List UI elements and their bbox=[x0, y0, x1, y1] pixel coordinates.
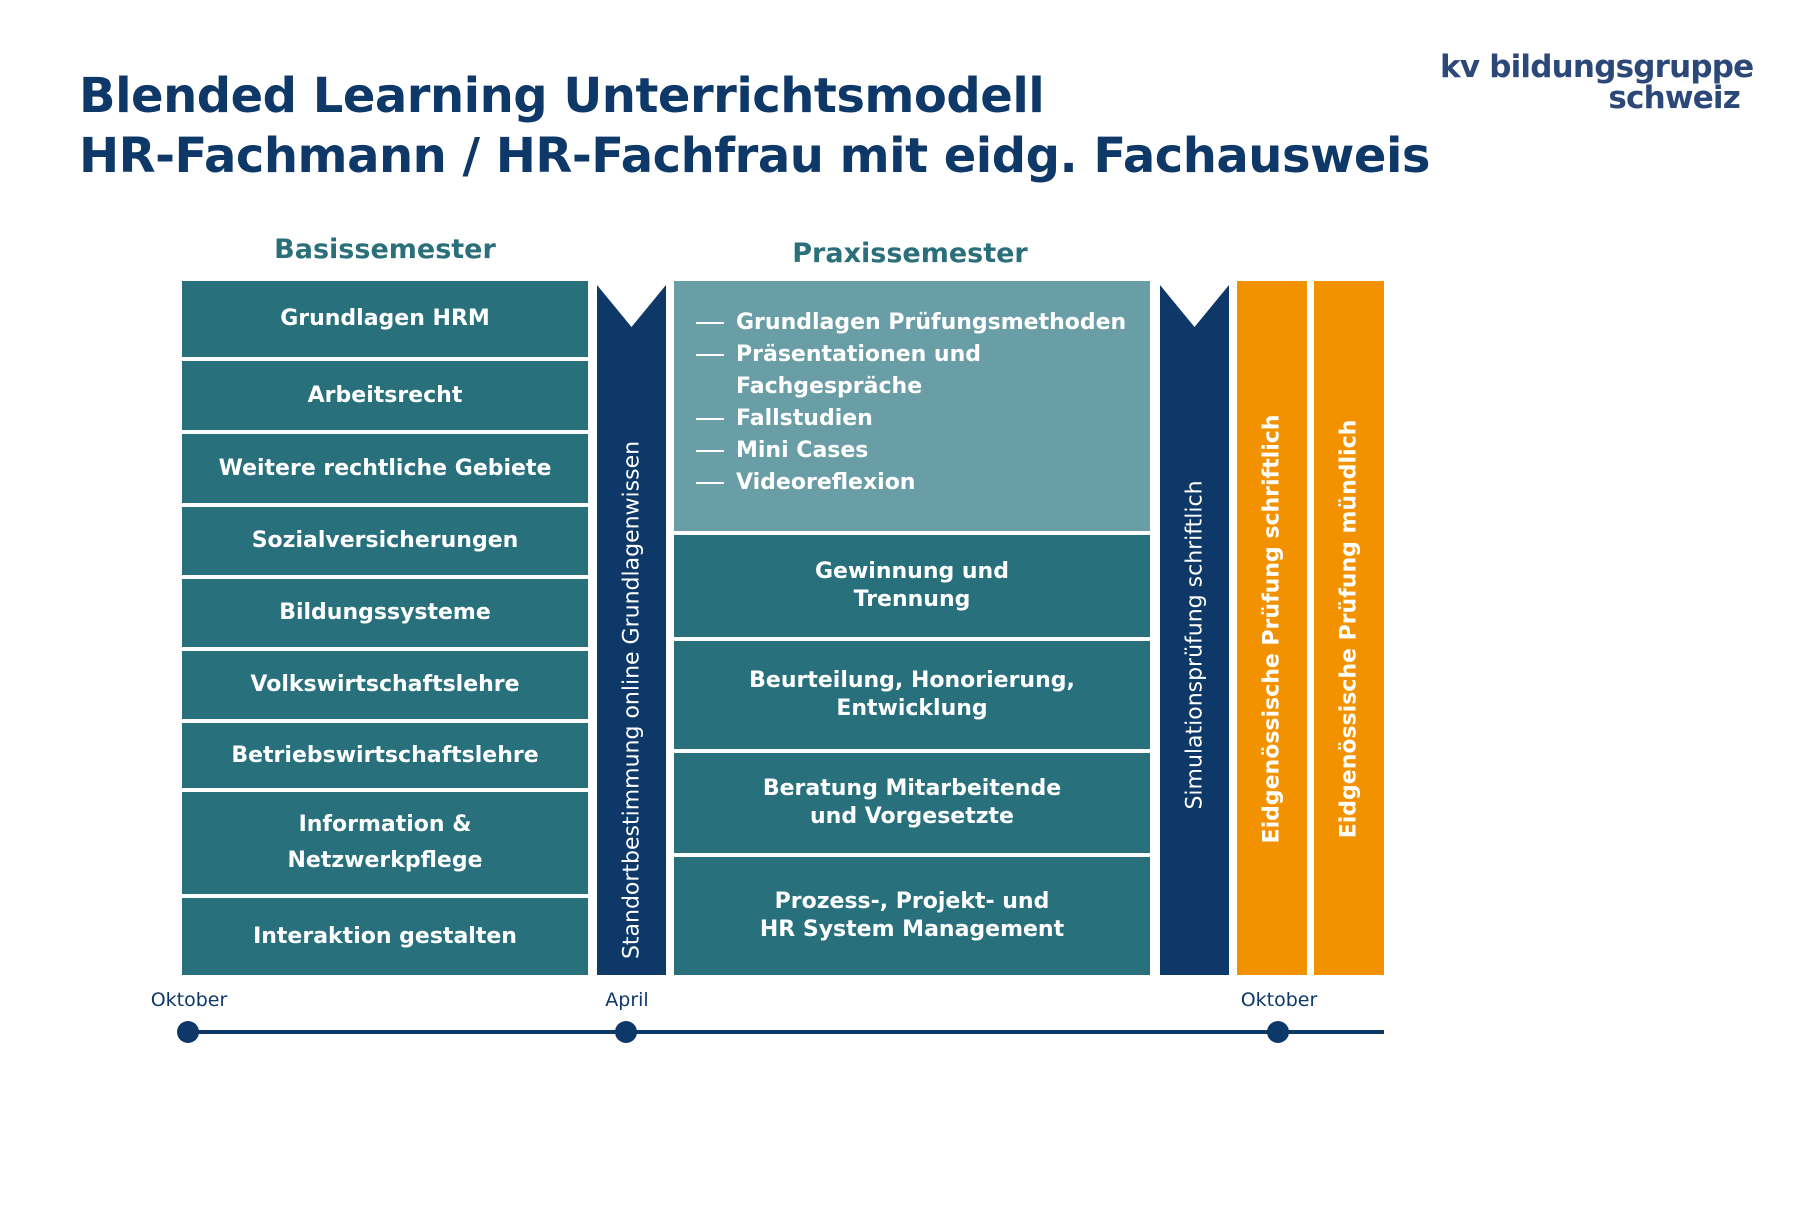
simulation-bar-shape bbox=[1160, 285, 1229, 975]
praxissemester-heading: Praxissemester bbox=[792, 238, 1028, 269]
timeline-axis bbox=[177, 1021, 1384, 1043]
timeline-dot-mid bbox=[615, 1021, 637, 1043]
title-line-1: Blended Learning Unterrichtsmodell bbox=[79, 68, 1045, 124]
basissemester-heading: Basissemester bbox=[274, 234, 496, 265]
praxis-methods-box: Grundlagen Prüfungsmethoden Präsentation… bbox=[674, 281, 1150, 531]
methods-list: Grundlagen Prüfungsmethoden Präsentation… bbox=[674, 281, 1150, 499]
module-sozialversicherungen: Sozialversicherungen bbox=[182, 507, 588, 575]
brand-logo: kv bildungsgruppe schweiz bbox=[1440, 49, 1754, 116]
simulation-label: Simulationsprüfung schriftlich bbox=[1182, 480, 1207, 810]
module-arbeitsrecht: Arbeitsrecht bbox=[182, 361, 588, 430]
standortbestimmung-bar: Standortbestimmung online Grundlagenwiss… bbox=[597, 285, 666, 975]
module-grundlagen-hrm: Grundlagen HRM bbox=[182, 281, 588, 357]
module-beurteilung-honorierung-entwicklung: Beurteilung, Honorierung,Entwicklung bbox=[674, 641, 1150, 749]
timeline-dot-start bbox=[177, 1021, 199, 1043]
logo-line-2: schweiz bbox=[1608, 80, 1740, 116]
exam-written-bar: Eidgenössische Prüfung schriftlich bbox=[1237, 281, 1307, 975]
exam-written-label: Eidgenössische Prüfung schriftlich bbox=[1259, 414, 1285, 844]
timeline-dot-end bbox=[1267, 1021, 1289, 1043]
title-line-2: HR-Fachmann / HR-Fachfrau mit eidg. Fach… bbox=[79, 128, 1430, 184]
module-interaktion-gestalten: Interaktion gestalten bbox=[182, 898, 588, 975]
page-title: Blended Learning Unterrichtsmodell HR-Fa… bbox=[79, 66, 1430, 186]
timeline-label-mid: April bbox=[605, 989, 649, 1011]
module-volkswirtschaftslehre: Volkswirtschaftslehre bbox=[182, 651, 588, 719]
list-item: Mini Cases bbox=[696, 435, 1150, 467]
module-betriebswirtschaftslehre: Betriebswirtschaftslehre bbox=[182, 723, 588, 788]
module-weitere-rechtliche-gebiete: Weitere rechtliche Gebiete bbox=[182, 434, 588, 503]
module-bildungssysteme: Bildungssysteme bbox=[182, 579, 588, 647]
timeline-label-start: Oktober bbox=[150, 989, 228, 1011]
exam-oral-label: Eidgenössische Prüfung mündlich bbox=[1336, 419, 1362, 839]
standortbestimmung-bar-shape bbox=[597, 285, 666, 975]
timeline-label-end: Oktober bbox=[1240, 989, 1318, 1011]
exam-oral-bar: Eidgenössische Prüfung mündlich bbox=[1314, 281, 1384, 975]
simulation-bar: Simulationsprüfung schriftlich bbox=[1160, 285, 1229, 975]
list-item: Videoreflexion bbox=[696, 467, 1150, 499]
module-information-netzwerkpflege: Information &Netzwerkpflege bbox=[182, 792, 588, 894]
standortbestimmung-label: Standortbestimmung online Grundlagenwiss… bbox=[619, 440, 644, 960]
list-item: Präsentationen und Fachgespräche bbox=[696, 339, 1116, 403]
list-item: Fallstudien bbox=[696, 403, 1150, 435]
logo-line-1: kv bildungsgruppe bbox=[1440, 49, 1754, 85]
list-item: Grundlagen Prüfungsmethoden bbox=[696, 307, 1150, 339]
